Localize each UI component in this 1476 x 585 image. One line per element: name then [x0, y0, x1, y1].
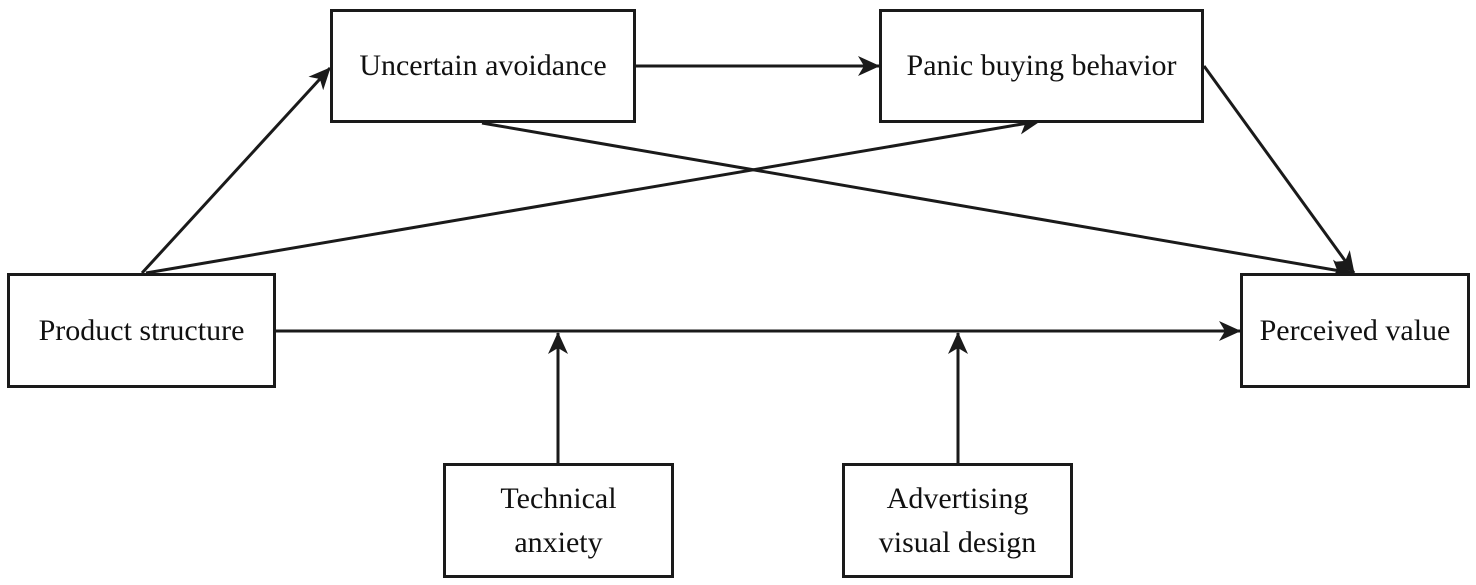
node-advertising-visual-design-label: Advertising visual design	[879, 477, 1037, 564]
node-technical-anxiety-line-2: anxiety	[514, 525, 603, 559]
node-product-structure-label: Product structure	[38, 313, 245, 347]
edge-product-structure-to-panic-buying	[145, 114, 1041, 275]
edge-panic-buying-to-perceived-value	[1202, 65, 1356, 274]
node-advertising-visual-design: Advertising visual design	[842, 463, 1073, 578]
edge-uncertain-avoidance-to-perceived-value	[481, 121, 1353, 280]
edge-product-structure-to-uncertain-avoidance	[140, 66, 332, 275]
node-technical-anxiety-label: Technical anxiety	[500, 477, 616, 564]
node-technical-anxiety: Technical anxiety	[443, 463, 674, 578]
node-panic-buying-behavior: Panic buying behavior	[879, 9, 1204, 123]
node-technical-anxiety-line-1: Technical	[500, 482, 617, 515]
node-uncertain-avoidance-label: Uncertain avoidance	[359, 49, 607, 83]
node-perceived-value-label: Perceived value	[1259, 313, 1451, 347]
node-panic-buying-behavior-label: Panic buying behavior	[906, 49, 1177, 83]
node-product-structure: Product structure	[7, 273, 276, 388]
node-perceived-value: Perceived value	[1240, 273, 1470, 388]
node-uncertain-avoidance: Uncertain avoidance	[330, 9, 636, 123]
node-advertising-visual-design-line-1: Advertising	[886, 482, 1029, 515]
node-advertising-visual-design-line-2: visual design	[878, 525, 1037, 559]
